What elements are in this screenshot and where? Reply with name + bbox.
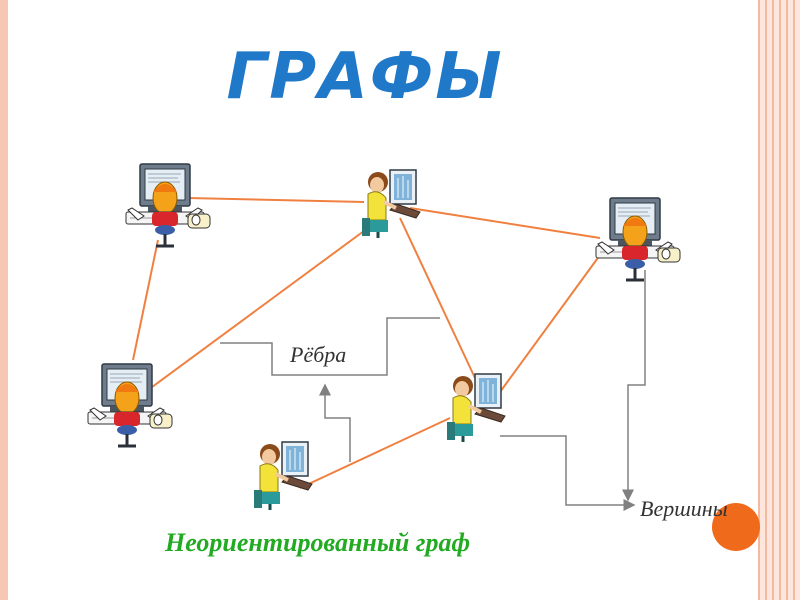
left-border [0,0,8,600]
pointer-line-vertices-top [622,270,646,502]
edge-b-e [399,217,476,379]
edge-c-e [499,254,601,393]
node-e-girl-at-computer-icon [445,372,507,442]
right-border-stripes [758,0,800,600]
node-c-boy-at-computer-icon [594,196,682,282]
node-f-girl-at-computer-icon [252,440,314,510]
edge-e-f [299,417,451,489]
pointer-lines [220,270,646,511]
edge-a-b [187,197,365,203]
vertices-label: Вершины [640,496,728,521]
node-d-boy-at-computer-icon [86,362,174,448]
graph-edges [132,197,601,489]
pointer-line-edges-up [319,383,351,462]
diagram-caption: Неориентированный граф [165,528,471,557]
orange-circle [712,503,760,551]
graph-nodes [86,162,682,510]
edges-label: Рёбра [290,342,347,367]
edge-b-d [147,227,369,391]
page-title: ГРАФЫ [226,40,504,114]
pointer-line-vertices-left [500,435,636,511]
edge-b-c [409,207,601,239]
pointer-line-edges-left [220,342,355,376]
pointer-line-edges-right [355,317,440,376]
node-a-boy-at-computer-icon [124,162,212,248]
edge-a-d [132,239,159,361]
node-b-girl-at-computer-icon [360,168,422,238]
